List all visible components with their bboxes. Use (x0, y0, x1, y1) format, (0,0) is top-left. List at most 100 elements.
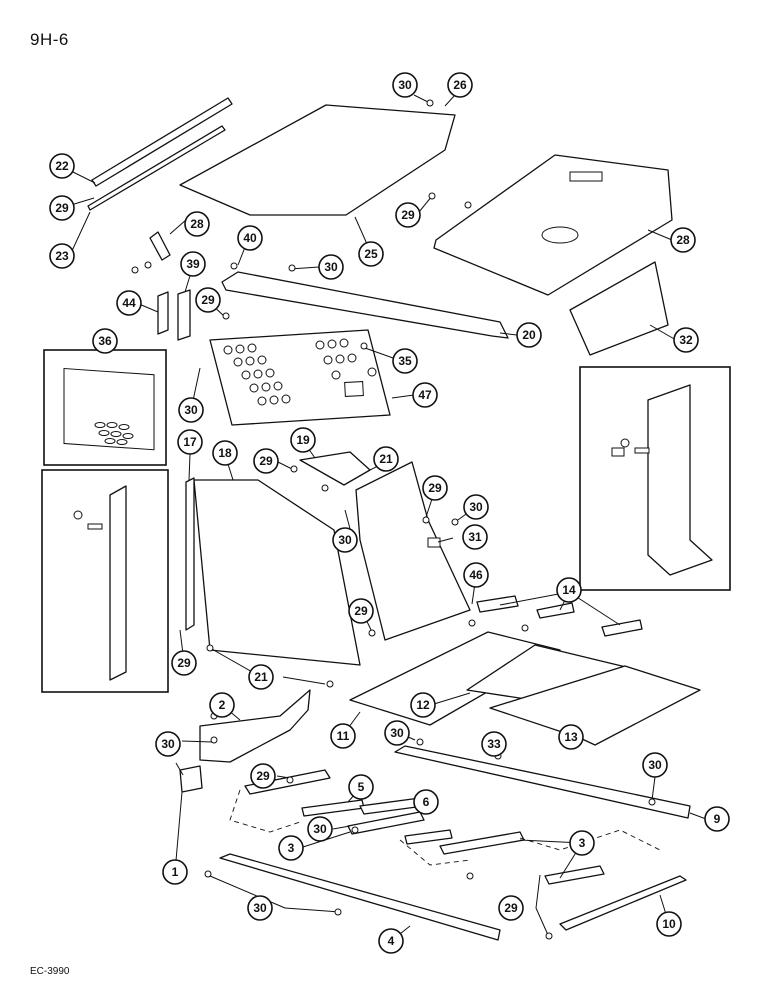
callout-2: 2 (209, 692, 235, 718)
callout-30: 30 (318, 254, 344, 280)
svg-text:29: 29 (259, 454, 273, 468)
part-11 (349, 631, 561, 726)
svg-text:30: 30 (469, 500, 483, 514)
part-39 (177, 289, 191, 341)
callout-9: 9 (704, 806, 730, 832)
svg-text:28: 28 (190, 217, 204, 231)
callout-17: 17 (177, 429, 203, 455)
callout-29: 29 (395, 202, 421, 228)
svg-text:36: 36 (98, 334, 112, 348)
svg-text:11: 11 (337, 729, 350, 743)
part-10 (559, 875, 687, 931)
callout-33: 33 (481, 731, 507, 757)
callout-31: 31 (462, 524, 488, 550)
inset-36 (43, 349, 167, 466)
callout-25: 26 (447, 72, 473, 98)
part-44 (157, 291, 169, 335)
callout-29: 29 (422, 475, 448, 501)
callout-18: 18 (212, 440, 238, 466)
part-14b (536, 602, 575, 619)
callout-14: 14 (556, 577, 582, 603)
part-18 (193, 479, 361, 666)
callout-10: 10 (656, 911, 682, 937)
callout-3: 3 (569, 830, 595, 856)
svg-text:20: 20 (522, 328, 536, 342)
svg-text:18: 18 (218, 446, 232, 460)
part-4 (219, 853, 501, 941)
svg-text:30: 30 (338, 533, 352, 547)
footer-code: EC-3990 (30, 966, 70, 977)
svg-text:46: 46 (469, 568, 483, 582)
svg-text:30: 30 (398, 78, 412, 92)
svg-text:23: 23 (55, 249, 69, 263)
part-3b (347, 811, 425, 835)
svg-text:30: 30 (184, 403, 198, 417)
svg-text:2: 2 (219, 698, 226, 712)
callout-12: 12 (410, 692, 436, 718)
callout-3: 3 (278, 835, 304, 861)
part-19 (299, 451, 371, 486)
callout-46: 46 (463, 562, 489, 588)
svg-text:47: 47 (418, 388, 432, 402)
callout-21: 21 (373, 446, 399, 472)
svg-text:29: 29 (401, 208, 415, 222)
callout-29: 29 (171, 650, 197, 676)
svg-text:9: 9 (714, 812, 721, 826)
svg-text:3: 3 (579, 836, 586, 850)
svg-text:30: 30 (161, 737, 175, 751)
part-14a (476, 595, 519, 613)
svg-text:30: 30 (648, 758, 662, 772)
inset-left (41, 469, 169, 693)
part-20 (221, 271, 509, 339)
svg-text:26: 26 (453, 78, 467, 92)
callout-30: 30 (155, 731, 181, 757)
callout-30: 30 (384, 720, 410, 746)
svg-text:39: 39 (186, 257, 200, 271)
svg-text:13: 13 (564, 730, 578, 744)
callout-24: 25 (358, 241, 384, 267)
part-2 (199, 689, 311, 763)
svg-text:35: 35 (398, 354, 412, 368)
callout-30: 30 (642, 752, 668, 778)
fasteners (131, 99, 656, 940)
callout-4: 4 (378, 928, 404, 954)
callout-36: 36 (92, 328, 118, 354)
svg-text:21: 21 (254, 670, 268, 684)
svg-text:29: 29 (428, 481, 442, 495)
callout-21: 21 (248, 664, 274, 690)
callout-26: 28 (184, 211, 210, 237)
callout-22: 22 (49, 153, 75, 179)
svg-text:4: 4 (388, 934, 395, 948)
svg-text:29: 29 (55, 201, 69, 215)
callout-30: 30 (463, 494, 489, 520)
callout-28: 28 (670, 227, 696, 253)
svg-text:40: 40 (243, 231, 257, 245)
callout-30: 30 (307, 816, 333, 842)
svg-text:10: 10 (662, 917, 676, 931)
callout-35: 35 (392, 348, 418, 374)
svg-text:32: 32 (679, 333, 693, 347)
part-1 (179, 765, 203, 793)
part-28 (433, 154, 673, 296)
callout-6: 6 (413, 789, 439, 815)
callout-19: 19 (290, 427, 316, 453)
callout-29: 29 (195, 287, 221, 313)
callout-30: 30 (178, 397, 204, 423)
part-3d (544, 865, 605, 885)
part-5 (301, 799, 365, 817)
svg-text:31: 31 (468, 530, 482, 544)
callout-29: 29 (498, 895, 524, 921)
callout-39: 39 (180, 251, 206, 277)
svg-text:19: 19 (296, 433, 310, 447)
svg-text:29: 29 (504, 901, 518, 915)
svg-text:21: 21 (379, 452, 393, 466)
svg-text:29: 29 (201, 293, 215, 307)
callout-30: 30 (332, 527, 358, 553)
callout-29: 29 (348, 598, 374, 624)
part-26 (149, 231, 171, 261)
page-code: 9H-6 (30, 30, 69, 49)
svg-text:44: 44 (122, 296, 136, 310)
svg-text:29: 29 (354, 604, 368, 618)
part-23 (87, 125, 226, 211)
